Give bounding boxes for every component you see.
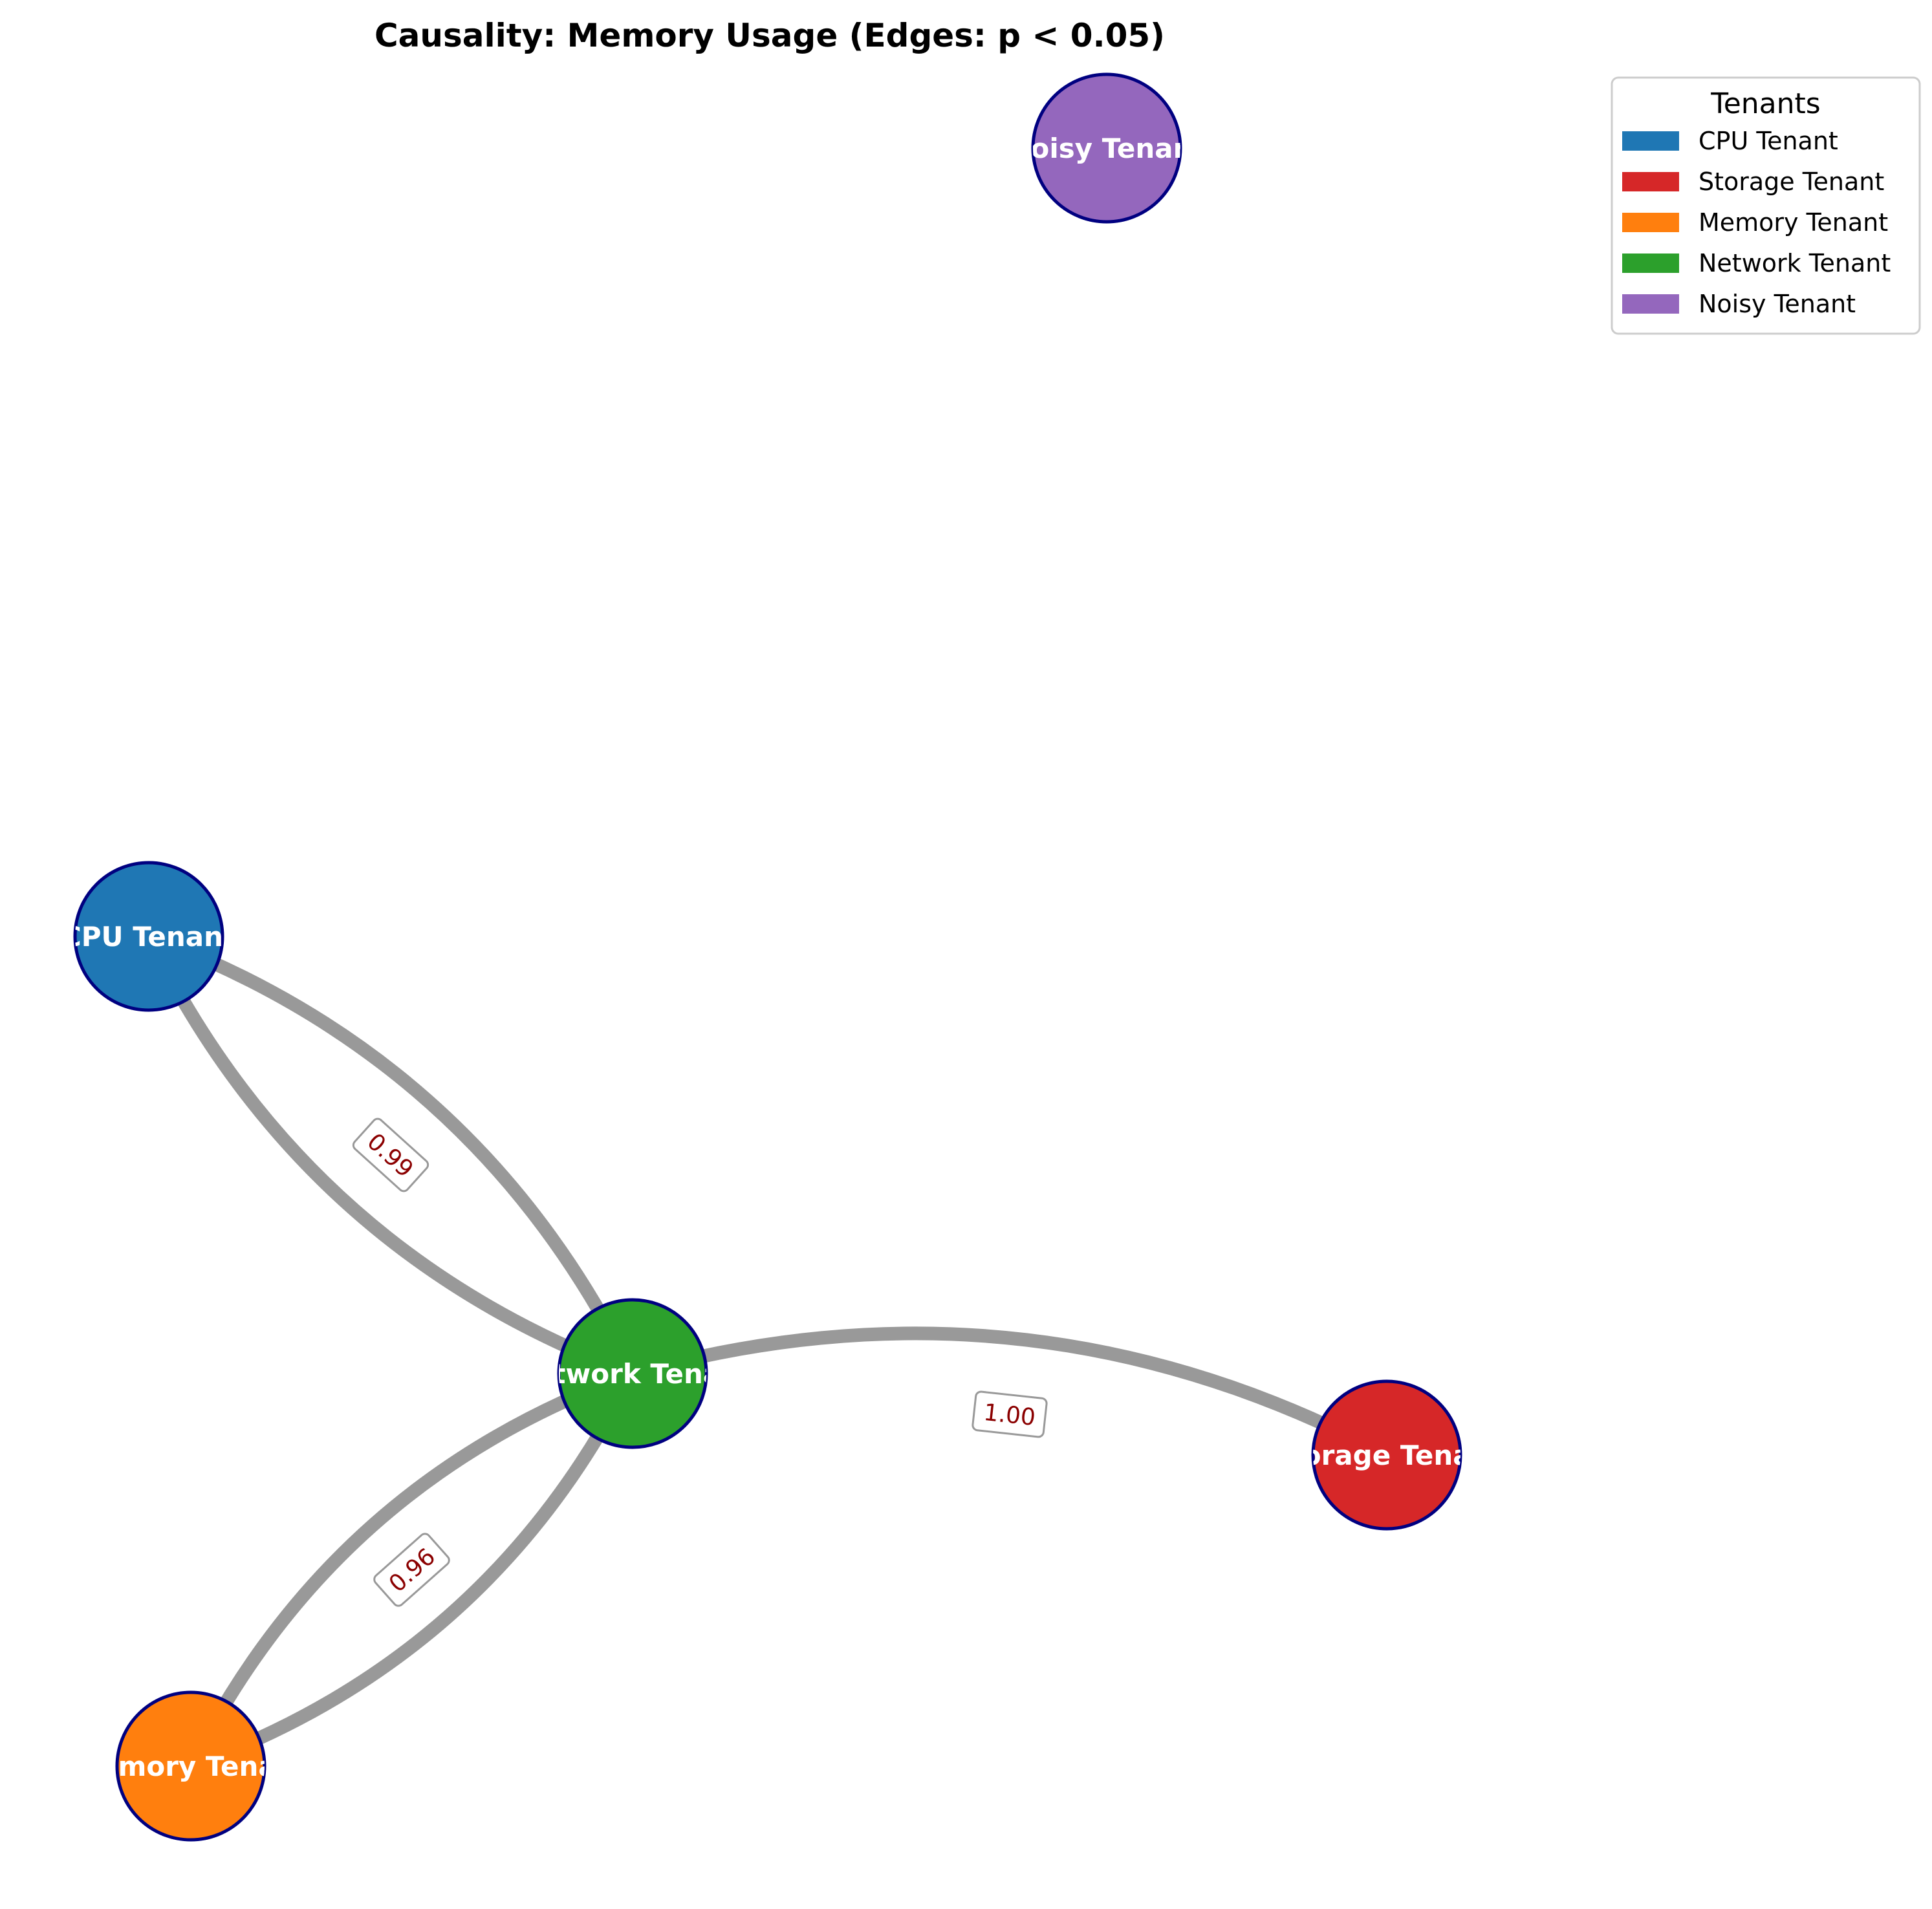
node-label: CPU Tenant <box>61 921 236 953</box>
legend-item: Noisy Tenant <box>1622 290 1856 318</box>
legend-title: Tenants <box>1710 87 1820 120</box>
legend-swatch <box>1622 131 1679 151</box>
node-label: Storage Tenant <box>1270 1440 1503 1471</box>
legend-item: Storage Tenant <box>1622 167 1884 196</box>
edge-label-cpu-network: 0.99 <box>352 1117 429 1192</box>
edge-network-cpu <box>142 933 635 1380</box>
legend-label: Memory Tenant <box>1699 208 1888 237</box>
node-network: Network Tenant <box>512 1298 754 1449</box>
legend-item: Memory Tenant <box>1622 208 1888 237</box>
legend-label: CPU Tenant <box>1699 127 1838 155</box>
node-circle <box>115 1690 266 1842</box>
node-noisy: Noisy Tenant <box>1008 72 1205 224</box>
edge-label-memory-network: 0.96 <box>373 1533 450 1607</box>
edge-weight-value: 1.00 <box>982 1399 1037 1431</box>
edge-cpu-network <box>146 930 639 1377</box>
legend-frame <box>1611 76 1921 335</box>
edge-network-storage <box>631 1326 1390 1461</box>
edge-label-network-storage: 1.00 <box>971 1390 1048 1438</box>
node-circle <box>73 861 224 1012</box>
node-storage: Storage Tenant <box>1270 1379 1503 1531</box>
legend-label: Noisy Tenant <box>1699 290 1856 318</box>
legend-item: Network Tenant <box>1622 249 1891 277</box>
legend-swatch <box>1622 213 1679 232</box>
legend-swatch <box>1622 172 1679 191</box>
chart-title: Causality: Memory Usage (Edges: p < 0.05… <box>374 17 1165 54</box>
edge-label-box <box>373 1533 450 1607</box>
node-label: Memory Tenant <box>72 1751 309 1782</box>
legend-item: CPU Tenant <box>1622 127 1838 155</box>
edge-label-box <box>352 1117 429 1192</box>
legend-swatch <box>1622 294 1679 314</box>
node-cpu: CPU Tenant <box>61 861 236 1012</box>
edge-memory-network <box>184 1367 635 1769</box>
edges-layer <box>142 930 1390 1773</box>
node-circle <box>1311 1379 1462 1531</box>
edge-label-box <box>971 1390 1048 1438</box>
node-label: Network Tenant <box>512 1358 754 1390</box>
legend-label: Network Tenant <box>1699 249 1891 277</box>
node-memory: Memory Tenant <box>72 1690 309 1842</box>
node-label: Noisy Tenant <box>1008 133 1205 164</box>
edge-network-memory <box>188 1370 639 1773</box>
node-circle <box>557 1298 708 1449</box>
legend-swatch <box>1622 253 1679 273</box>
legend-label: Storage Tenant <box>1699 167 1884 196</box>
node-circle <box>1031 72 1182 224</box>
